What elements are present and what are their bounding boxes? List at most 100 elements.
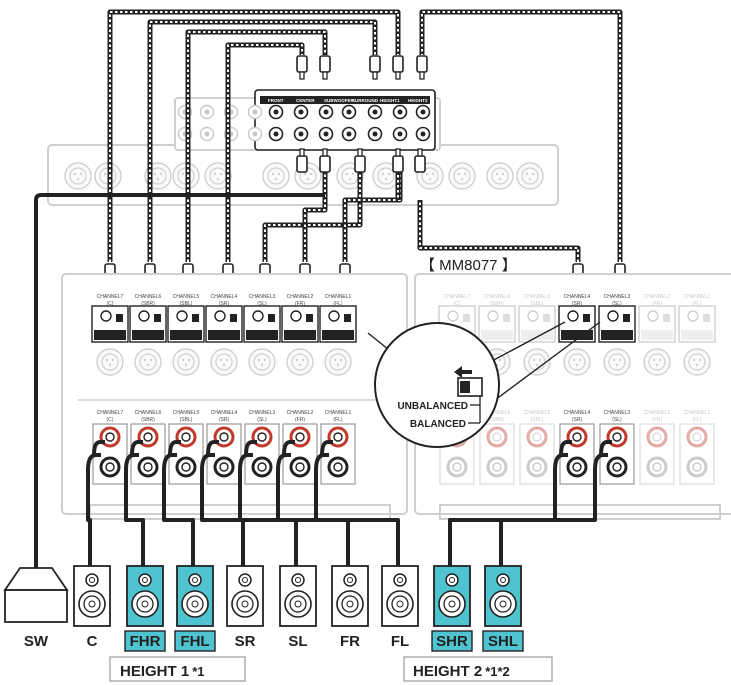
channel-sub: (SBL) [531, 417, 544, 423]
speaker-label: SR [235, 633, 256, 650]
speaker-cable [238, 440, 298, 566]
cable-shr [417, 200, 581, 262]
rca-plug [319, 55, 331, 80]
preout-channel: CHANNEL3(SL) [598, 294, 636, 376]
preamp-rca-jack [367, 126, 383, 142]
channel-name: CHANNEL1 [325, 294, 352, 300]
channel-name: CHANNEL2 [644, 294, 671, 300]
balanced-label: BALANCED [410, 419, 466, 430]
tweeter-icon [291, 573, 305, 587]
tweeter-icon [343, 573, 357, 587]
speaker-label: C [87, 633, 98, 650]
preamp-rca-jack [318, 126, 334, 142]
channel-sub: (SL) [257, 301, 267, 307]
speaker-c: C [73, 565, 111, 650]
channel-sub: (FR) [652, 301, 662, 307]
speaker-label: SL [288, 633, 307, 650]
xlr-jack [248, 348, 276, 376]
xlr-jack [516, 162, 544, 190]
speaker-label: FHR [130, 633, 161, 650]
channel-name: CHANNEL2 [287, 410, 314, 416]
channel-name: CHANNEL7 [97, 410, 124, 416]
speakers: SW C FHR FHL SR SL FR FL SHR SHL [24, 565, 524, 652]
cable-center [107, 9, 401, 262]
rca-plug [416, 55, 428, 80]
preout-channel: CHANNEL1(FL) [319, 294, 357, 376]
speaker-fl: FL [381, 565, 419, 650]
subwoofer [3, 193, 325, 623]
speaker-terminal: CHANNEL7(C) [92, 410, 128, 485]
height-group-1: HEIGHT 1*1 [109, 656, 246, 682]
arrow-left-icon [454, 366, 472, 378]
channel-name: CHANNEL7 [444, 294, 471, 300]
speaker-terminal: CHANNEL6(SBR) [130, 410, 166, 485]
channel-name: CHANNEL3 [604, 410, 631, 416]
speaker-label: SHL [488, 633, 518, 650]
xlr-jack [64, 162, 92, 190]
channel-sub: (SBR) [490, 417, 504, 423]
channel-sub: (C) [454, 301, 461, 307]
xlr-jack [448, 162, 476, 190]
height-group-2: HEIGHT 2*1*2 [403, 656, 553, 682]
channel-name: CHANNEL6 [484, 410, 511, 416]
speaker-label-sw: SW [24, 633, 49, 650]
preamp-rca-jack [415, 104, 431, 120]
channel-name: CHANNEL1 [684, 410, 711, 416]
xlr-jack [286, 348, 314, 376]
cable-fr [302, 165, 328, 262]
channel-sub: (SR) [219, 301, 230, 307]
channel-sub: (SL) [257, 417, 267, 423]
xlr-jack [486, 162, 514, 190]
cable-sl [262, 165, 363, 262]
xlr-jack [643, 348, 671, 376]
xlr-jack [96, 348, 124, 376]
tweeter-icon [188, 573, 202, 587]
channel-name: CHANNEL6 [135, 410, 162, 416]
preout-channel: CHANNEL3(SL) [243, 294, 281, 376]
preout-channel: CHANNEL7(C) [91, 294, 129, 376]
preamp-rca-jack-faded [247, 104, 263, 120]
speaker-cable [200, 440, 245, 566]
speaker-label: FHL [180, 633, 209, 650]
channel-name: CHANNEL1 [325, 410, 352, 416]
speaker-terminal: CHANNEL5(SBL) [519, 410, 555, 485]
amp-left: CHANNEL7(C)CHANNEL6(SBR)CHANNEL5(SBL)CHA… [61, 273, 408, 520]
channel-sub: (SR) [572, 301, 583, 307]
channel-name: CHANNEL5 [524, 294, 551, 300]
tweeter-icon [238, 573, 252, 587]
preout-channel: CHANNEL2(FR) [281, 294, 319, 376]
cable-sbl [185, 29, 328, 262]
preamp-rca-jack [392, 104, 408, 120]
speaker-cable [162, 440, 195, 566]
channel-name: CHANNEL3 [249, 410, 276, 416]
channel-name: CHANNEL4 [564, 410, 591, 416]
speaker-label: FR [340, 633, 360, 650]
xlr-jack [683, 348, 711, 376]
woofer-icon [181, 590, 209, 618]
channel-name: CHANNEL5 [524, 410, 551, 416]
preamp-rca-jack [293, 126, 309, 142]
channel-sub: (SBR) [141, 301, 155, 307]
channel-sub: (FL) [333, 417, 343, 423]
channel-name: CHANNEL1 [684, 294, 711, 300]
preamp-rca-jack [367, 104, 383, 120]
tweeter-icon [393, 573, 407, 587]
cable-shl [419, 9, 623, 262]
channel-name: CHANNEL2 [287, 294, 314, 300]
channel-sub: (FL) [692, 301, 702, 307]
channel-sub: (FR) [295, 301, 305, 307]
channel-sub: (C) [107, 301, 114, 307]
channel-name: CHANNEL5 [173, 294, 200, 300]
preamp-jack-label: HEIGHT1 [380, 98, 400, 103]
speaker-fr: FR [331, 565, 369, 650]
speaker-label: FL [391, 633, 409, 650]
speaker-shr: SHR [431, 565, 473, 652]
cable-sbr [147, 19, 378, 262]
channel-name: CHANNEL2 [644, 410, 671, 416]
speaker-fhr: FHR [124, 565, 166, 652]
speaker-terminal: CHANNEL4(SR) [559, 410, 595, 485]
rca-plug [369, 55, 381, 80]
xlr-jack [262, 162, 290, 190]
channel-name: CHANNEL4 [211, 410, 238, 416]
